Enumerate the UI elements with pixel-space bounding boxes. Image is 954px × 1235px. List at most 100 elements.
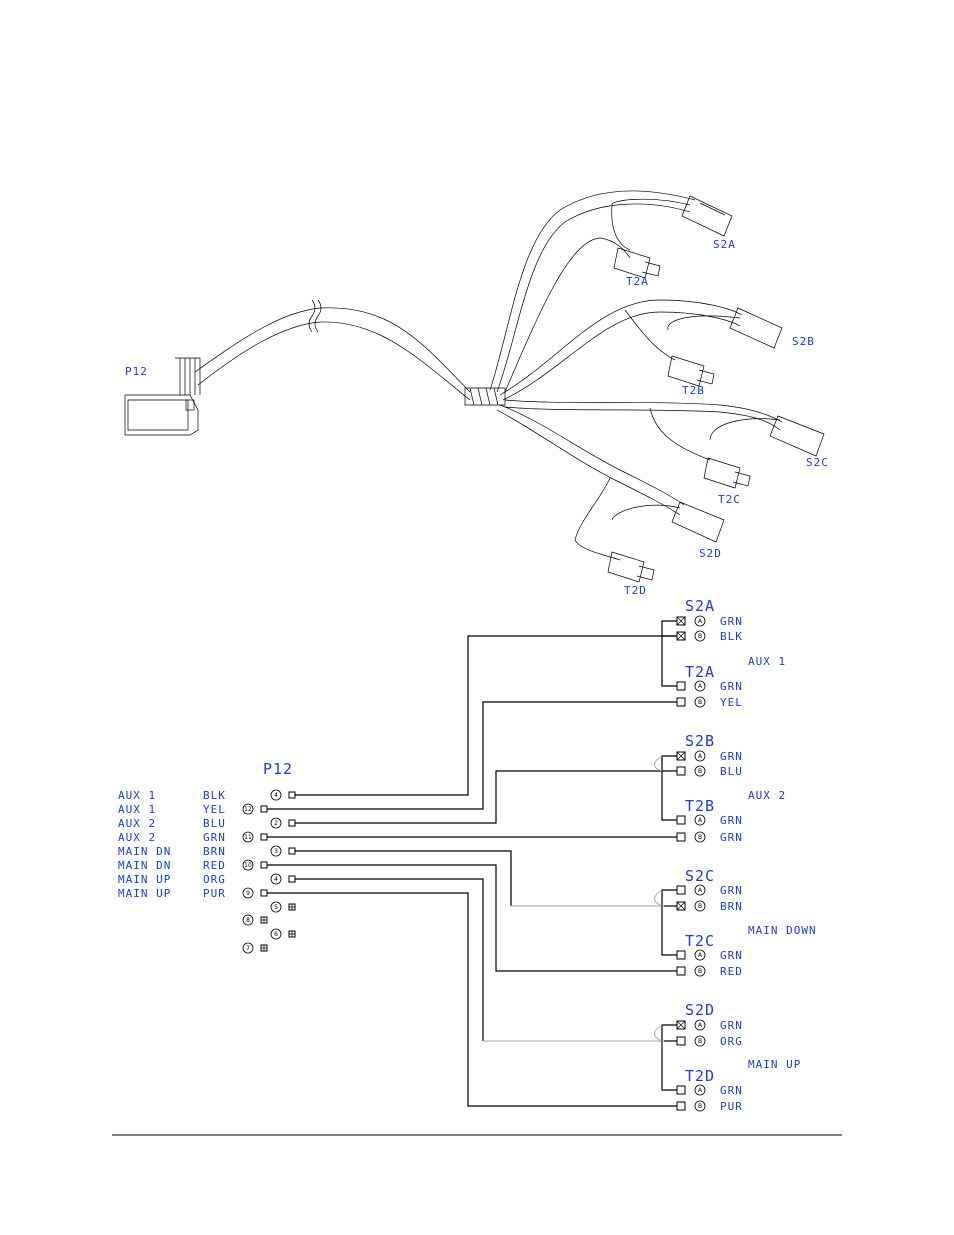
s2b-pin-a: A — [698, 753, 703, 760]
group-main-up-name: MAIN UP — [748, 1058, 801, 1071]
group-aux1: S2A A GRN B BLK AUX 1 T2A A GRN B YEL — [676, 597, 786, 709]
harness-label-t2a: T2A — [626, 275, 649, 288]
legend-func-2: AUX 2 — [118, 817, 156, 830]
s2c-pin-b: B — [698, 903, 702, 910]
s2b-pin-b: B — [698, 768, 702, 775]
s2c-wire-b-color: BRN — [720, 900, 743, 913]
harness-label-t2d: T2D — [624, 584, 647, 597]
p12-pin-3: 11 — [244, 834, 252, 841]
legend-color-0: BLK — [203, 789, 226, 802]
t2a-wire-a-color: GRN — [720, 680, 743, 693]
p12-connector-drawing — [124, 357, 201, 436]
splices — [654, 620, 680, 1091]
s2b-wire-a-color: GRN — [720, 750, 743, 763]
spare-pin-3: 7 — [246, 945, 250, 952]
t2a-pin-b: B — [698, 699, 702, 706]
harness-label-s2d: S2D — [699, 547, 722, 560]
spare-pin-2: 6 — [274, 931, 278, 938]
p12-pin-1: 12 — [244, 806, 252, 813]
legend-color-2: BLU — [203, 817, 226, 830]
s2c-pin-a: A — [698, 887, 703, 894]
s2c-connector-drawing — [769, 415, 825, 457]
group-aux1-name: AUX 1 — [748, 655, 786, 668]
p12-pin-5: 10 — [244, 862, 252, 869]
s2a-pin-a: A — [698, 618, 703, 625]
s2c-title: S2C — [685, 867, 715, 885]
t2a-wire-b-color: YEL — [720, 696, 743, 709]
t2b-pin-a: A — [698, 817, 703, 824]
p12-pin-4: 3 — [274, 848, 278, 855]
t2b-title: T2B — [685, 797, 715, 815]
t2c-pin-a: A — [698, 952, 703, 959]
p12-pin-6: 4 — [274, 876, 278, 883]
s2a-title: S2A — [685, 597, 715, 615]
p12-title: P12 — [263, 760, 293, 778]
group-main-down-name: MAIN DOWN — [748, 924, 817, 937]
legend-color-6: ORG — [203, 873, 226, 886]
harness-label-s2c: S2C — [806, 456, 829, 469]
s2a-connector-drawing — [681, 195, 733, 237]
p12-pin-2: 2 — [274, 820, 278, 827]
t2d-pin-a: A — [698, 1087, 703, 1094]
t2d-title: T2D — [685, 1067, 715, 1085]
s2b-connector-drawing — [729, 307, 783, 349]
t2d-connector-drawing — [607, 551, 655, 583]
legend-func-6: MAIN UP — [118, 873, 171, 886]
legend-func-3: AUX 2 — [118, 831, 156, 844]
group-main-down: S2C A GRN B BRN MAIN DOWN T2C A GRN B RE… — [676, 867, 817, 978]
legend-color-1: YEL — [203, 803, 226, 816]
legend-func-5: MAIN DN — [118, 859, 171, 872]
s2d-pin-b: B — [698, 1038, 702, 1045]
t2c-title: T2C — [685, 932, 715, 950]
legend-func-0: AUX 1 — [118, 789, 156, 802]
s2c-wire-a-color: GRN — [720, 884, 743, 897]
t2b-connector-drawing — [667, 355, 715, 387]
t2a-title: T2A — [685, 663, 715, 681]
schematic: P12 AUX 1 AUX 1 AUX 2 AUX 2 MAIN DN MAIN… — [118, 597, 817, 1113]
s2d-connector-drawing — [671, 501, 725, 543]
t2c-connector-drawing — [703, 457, 751, 489]
s2a-wire-b-color: BLK — [720, 630, 743, 643]
t2d-wire-b-color: PUR — [720, 1100, 743, 1113]
s2d-wire-b-color: ORG — [720, 1035, 743, 1048]
t2c-wire-a-color: GRN — [720, 949, 743, 962]
harness-label-s2b: S2B — [792, 335, 815, 348]
s2d-wire-a-color: GRN — [720, 1019, 743, 1032]
s2a-wire-a-color: GRN — [720, 615, 743, 628]
legend-color-4: BRN — [203, 845, 226, 858]
harness-label-t2c: T2C — [718, 493, 741, 506]
harness-label-s2a: S2A — [713, 238, 736, 251]
s2b-title: S2B — [685, 732, 715, 750]
group-aux2-name: AUX 2 — [748, 789, 786, 802]
t2d-wire-a-color: GRN — [720, 1084, 743, 1097]
legend-functions: AUX 1 AUX 1 AUX 2 AUX 2 MAIN DN MAIN DN … — [118, 789, 171, 900]
group-main-up: S2D A GRN B ORG MAIN UP T2D A GRN B PUR — [676, 1001, 801, 1113]
t2c-wire-b-color: RED — [720, 965, 743, 978]
t2b-wire-b-color: GRN — [720, 831, 743, 844]
t2d-pin-b: B — [698, 1103, 702, 1110]
t2c-pin-b: B — [698, 968, 702, 975]
legend-color-3: GRN — [203, 831, 226, 844]
s2d-pin-a: A — [698, 1022, 703, 1029]
group-aux2: S2B A GRN B BLU AUX 2 T2B A GRN B GRN — [676, 732, 786, 844]
harness-illustration: P12 S2A T2A S2B T2B S2C T2C S2D T2D — [124, 190, 829, 597]
legend-func-4: MAIN DN — [118, 845, 171, 858]
t2a-connector-drawing — [613, 247, 661, 279]
t2b-wire-a-color: GRN — [720, 814, 743, 827]
legend-color-7: PUR — [203, 887, 226, 900]
s2d-title: S2D — [685, 1001, 715, 1019]
p12-pin-7: 9 — [246, 890, 250, 897]
legend-func-7: MAIN UP — [118, 887, 171, 900]
s2a-pin-b: B — [698, 633, 702, 640]
legend-func-1: AUX 1 — [118, 803, 156, 816]
p12-pin-0: 4 — [274, 792, 278, 799]
wire-routes — [267, 635, 680, 1107]
t2b-pin-b: B — [698, 834, 702, 841]
spare-pin-1: 8 — [246, 917, 250, 924]
legend-color-5: RED — [203, 859, 226, 872]
spare-pin-0: 5 — [274, 904, 278, 911]
legend-colors: BLK YEL BLU GRN BRN RED ORG PUR — [203, 789, 226, 900]
harness-label-t2b: T2B — [682, 384, 705, 397]
s2b-wire-b-color: BLU — [720, 765, 743, 778]
